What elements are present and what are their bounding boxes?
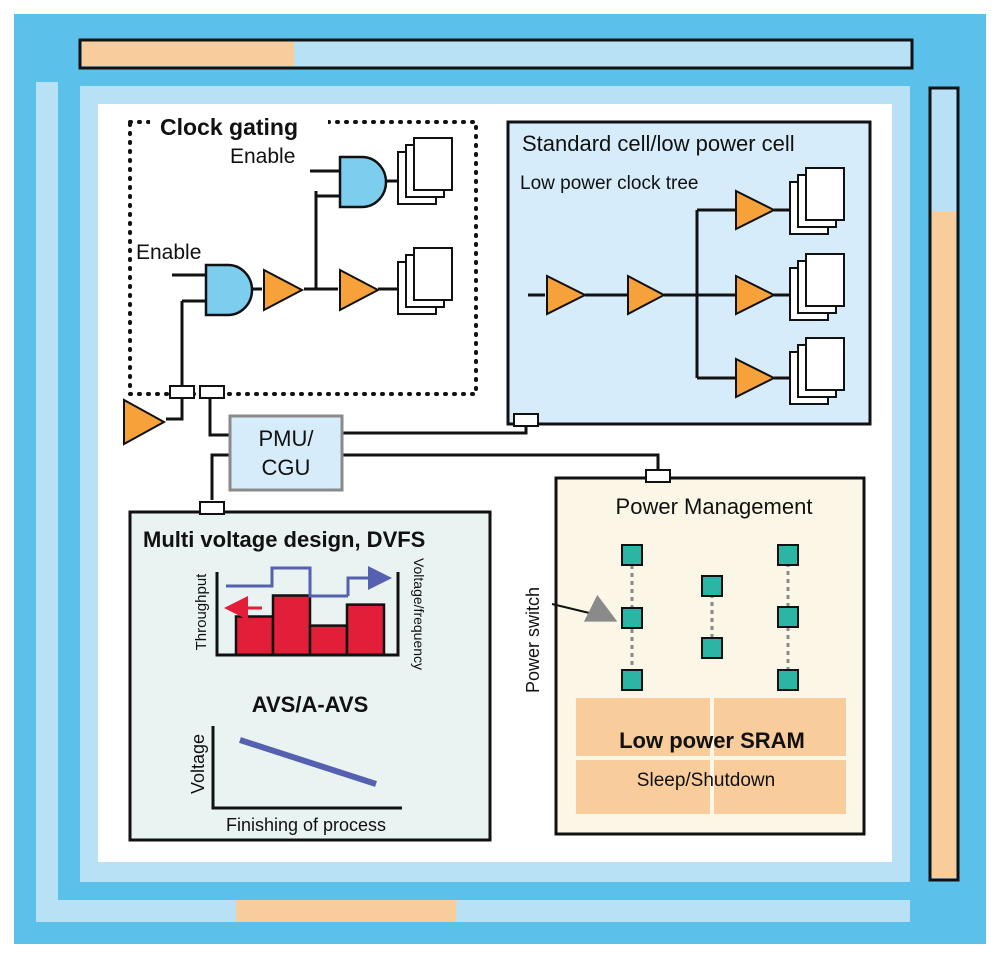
clock-gating-title: Clock gating bbox=[160, 114, 298, 140]
throughput-bar bbox=[271, 594, 312, 657]
avs-axes bbox=[211, 726, 402, 810]
buffer-icon bbox=[735, 189, 777, 231]
pmu-cgu-box bbox=[228, 414, 344, 492]
switch-node bbox=[701, 575, 723, 597]
voltage-frequency-label: Voltage/frequency bbox=[411, 558, 427, 670]
throughput-bar bbox=[345, 603, 386, 657]
throughput-bar bbox=[234, 615, 275, 657]
sram-subtitle: Sleep/Shutdown bbox=[637, 770, 775, 791]
power-management-title: Power Management bbox=[616, 494, 813, 519]
connector bbox=[645, 469, 671, 483]
register-stack-icon bbox=[789, 167, 845, 235]
standard-cell-title: Standard cell/low power cell bbox=[522, 131, 795, 156]
register-stack-icon bbox=[789, 253, 845, 321]
enable-label-top: Enable bbox=[230, 145, 295, 168]
and-gate-left bbox=[204, 263, 254, 317]
switch-node bbox=[777, 669, 799, 691]
sram-title: Low power SRAM bbox=[619, 728, 805, 753]
power-switch-arrowhead bbox=[583, 594, 618, 622]
right-bar-accent bbox=[932, 212, 956, 878]
buffer-icon bbox=[123, 398, 167, 446]
clock-tree-label: Low power clock tree bbox=[520, 173, 698, 194]
dvfs-axes bbox=[215, 572, 400, 657]
register-stack-icon bbox=[397, 247, 453, 315]
buffer-icon bbox=[627, 274, 667, 316]
voltage-axis-label: Voltage bbox=[188, 734, 208, 794]
buffer-icon bbox=[546, 274, 588, 316]
switch-node bbox=[777, 544, 799, 566]
accent-bottom bbox=[236, 900, 456, 922]
frequency-line bbox=[226, 566, 348, 598]
connector bbox=[169, 385, 195, 399]
and-gate-top bbox=[338, 155, 388, 209]
enable-label-left: Enable bbox=[136, 241, 201, 264]
switch-node bbox=[777, 606, 799, 628]
clock-tree-wires bbox=[528, 208, 790, 380]
throughput-bar bbox=[308, 624, 349, 657]
dvfs-chart: Throughput Voltage/frequency bbox=[193, 558, 427, 670]
connector bbox=[513, 413, 539, 427]
inner-frame-bottom bbox=[36, 900, 910, 922]
top-bar-accent bbox=[82, 42, 294, 66]
buffer-icon bbox=[263, 268, 305, 312]
frequency-arrow bbox=[346, 566, 392, 596]
sram-block bbox=[576, 698, 846, 814]
buffer-icon bbox=[339, 268, 381, 312]
switch-node bbox=[701, 637, 723, 659]
process-axis-label: Finishing of process bbox=[226, 815, 386, 835]
avs-title: AVS/A-AVS bbox=[252, 692, 369, 717]
clock-gating-title-bg bbox=[150, 112, 328, 142]
multi-voltage-box bbox=[128, 510, 492, 842]
buffer-icon bbox=[735, 357, 777, 399]
pmu-label-line2: CGU bbox=[262, 455, 311, 480]
switch-node bbox=[621, 669, 643, 691]
clock-gating-wires bbox=[166, 169, 404, 437]
voltage-process-line bbox=[239, 737, 377, 787]
buffer-icon bbox=[735, 274, 777, 316]
power-switch-label: Power switch bbox=[523, 587, 543, 693]
avs-chart: Voltage Finishing of process bbox=[188, 726, 402, 835]
switch-node bbox=[621, 607, 643, 629]
register-stack-icon bbox=[397, 137, 453, 205]
multi-voltage-title: Multi voltage design, DVFS bbox=[143, 527, 425, 552]
throughput-label: Throughput bbox=[193, 573, 210, 651]
register-stack-icon bbox=[789, 337, 845, 405]
switch-node bbox=[621, 544, 643, 566]
pmu-label-line1: PMU/ bbox=[259, 426, 315, 451]
pmu-wires bbox=[210, 426, 660, 500]
inner-frame-left bbox=[36, 82, 58, 922]
connector bbox=[199, 385, 225, 399]
connector bbox=[199, 501, 225, 515]
power-switch-nodes bbox=[621, 544, 799, 691]
